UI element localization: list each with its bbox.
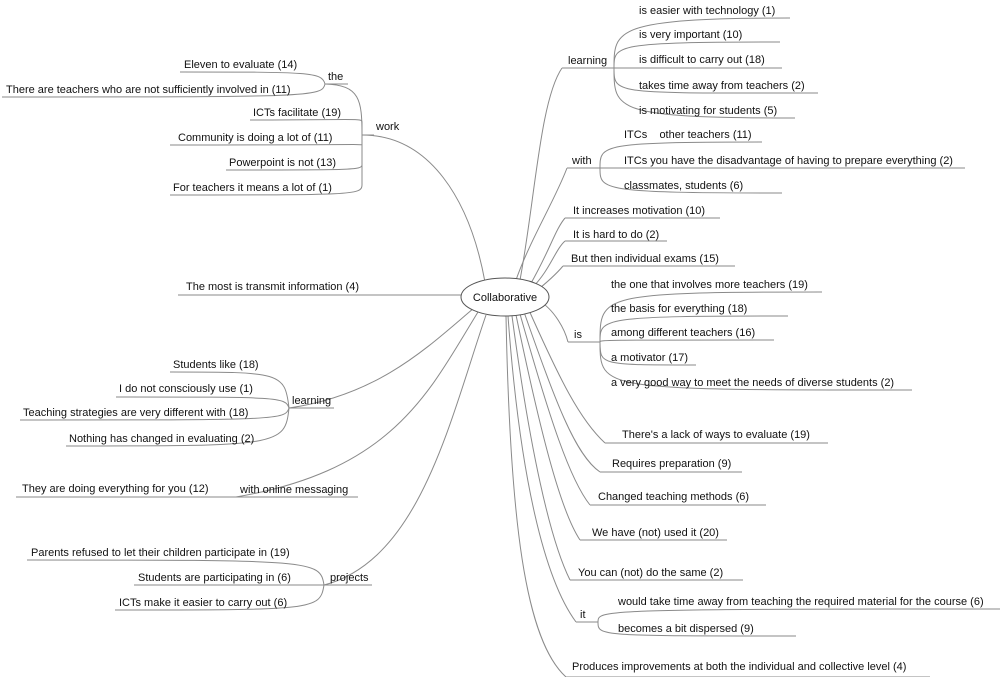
branch-projects: projects Parents refused to let their ch… bbox=[26, 547, 372, 611]
projects-item: ICTs make it easier to carry out (6) bbox=[119, 597, 287, 609]
is-label: is bbox=[574, 329, 582, 341]
learning-right-item: is difficult to carry out (18) bbox=[639, 54, 765, 66]
with-item: ITCs you have the disadvantage of having… bbox=[624, 155, 953, 167]
central-ellipse bbox=[460, 277, 550, 317]
learning-left-item: Teaching strategies are very different w… bbox=[23, 407, 248, 419]
learning-right-label: learning bbox=[568, 55, 607, 67]
learning-right-item: is easier with technology (1) bbox=[639, 5, 775, 17]
learning-left-label: learning bbox=[292, 395, 331, 407]
online-messaging-label: with online messaging bbox=[239, 484, 348, 496]
branch-online-messaging: with online messaging They are doing eve… bbox=[15, 483, 358, 498]
branch-singles-mid: There's a lack of ways to evaluate (19) … bbox=[570, 429, 828, 581]
with-label: with bbox=[571, 155, 592, 167]
work-item: ICTs facilitate (19) bbox=[253, 107, 341, 119]
single-statement: It increases motivation (10) bbox=[573, 205, 705, 217]
is-item: a very good way to meet the needs of div… bbox=[611, 377, 894, 389]
is-item: the one that involves more teachers (19) bbox=[611, 279, 808, 291]
projects-item: Students are participating in (6) bbox=[138, 572, 291, 584]
learning-left-item: I do not consciously use (1) bbox=[119, 383, 253, 395]
single-statement: You can (not) do the same (2) bbox=[578, 567, 723, 579]
work-the-item: Eleven to evaluate (14) bbox=[184, 59, 297, 71]
branch-learning-left: learning Students like (18) I do not con… bbox=[19, 359, 334, 447]
with-item: classmates, students (6) bbox=[624, 180, 743, 192]
central-label: Collaborative bbox=[473, 292, 537, 304]
work-item: For teachers it means a lot of (1) bbox=[173, 182, 332, 194]
single-statement: It is hard to do (2) bbox=[573, 229, 659, 241]
branch-it: it would take time away from teaching th… bbox=[576, 596, 1000, 637]
learning-right-item: is very important (10) bbox=[639, 29, 742, 41]
the-label: the bbox=[328, 71, 343, 83]
central-node: Collaborative bbox=[460, 277, 550, 317]
single-statement: But then individual exams (15) bbox=[571, 253, 719, 265]
is-item: among different teachers (16) bbox=[611, 327, 755, 339]
projects-label: projects bbox=[330, 572, 369, 584]
learning-left-item: Nothing has changed in evaluating (2) bbox=[69, 433, 254, 445]
online-messaging-item: They are doing everything for you (12) bbox=[22, 483, 209, 495]
branch-work: work the Eleven to evaluate (14) There a… bbox=[1, 59, 400, 196]
learning-right-item: is motivating for students (5) bbox=[639, 105, 777, 117]
learning-right-item: takes time away from teachers (2) bbox=[639, 80, 805, 92]
work-item: Powerpoint is not (13) bbox=[229, 157, 336, 169]
single-statement: There's a lack of ways to evaluate (19) bbox=[622, 429, 810, 441]
single-statement: Requires preparation (9) bbox=[612, 458, 731, 470]
learning-left-item: Students like (18) bbox=[173, 359, 259, 371]
work-item: Community is doing a lot of (11) bbox=[178, 132, 332, 144]
branch-singles-top: It increases motivation (10) It is hard … bbox=[563, 205, 735, 267]
is-item: the basis for everything (18) bbox=[611, 303, 747, 315]
is-item: a motivator (17) bbox=[611, 352, 688, 364]
branch-with: with ITCs other teachers (11) ITCs you h… bbox=[567, 129, 965, 194]
it-label: it bbox=[580, 609, 586, 621]
it-item: would take time away from teaching the r… bbox=[617, 596, 984, 608]
branch-is: is the one that involves more teachers (… bbox=[568, 279, 913, 391]
branch-learning-right: learning is easier with technology (1) i… bbox=[562, 5, 819, 119]
transmit-label: The most is transmit information (4) bbox=[186, 281, 359, 293]
central-connectors bbox=[178, 67, 606, 677]
branch-transmit: The most is transmit information (4) bbox=[186, 281, 359, 293]
projects-item: Parents refused to let their children pa… bbox=[31, 547, 290, 559]
branch-final: Produces improvements at both the indivi… bbox=[566, 661, 930, 677]
work-the-item: There are teachers who are not sufficien… bbox=[6, 84, 291, 96]
work-label: work bbox=[375, 121, 400, 133]
single-statement: Produces improvements at both the indivi… bbox=[572, 661, 906, 673]
single-statement: We have (not) used it (20) bbox=[592, 527, 719, 539]
it-item: becomes a bit dispersed (9) bbox=[618, 623, 754, 635]
with-item: ITCs other teachers (11) bbox=[624, 129, 752, 141]
single-statement: Changed teaching methods (6) bbox=[598, 491, 749, 503]
